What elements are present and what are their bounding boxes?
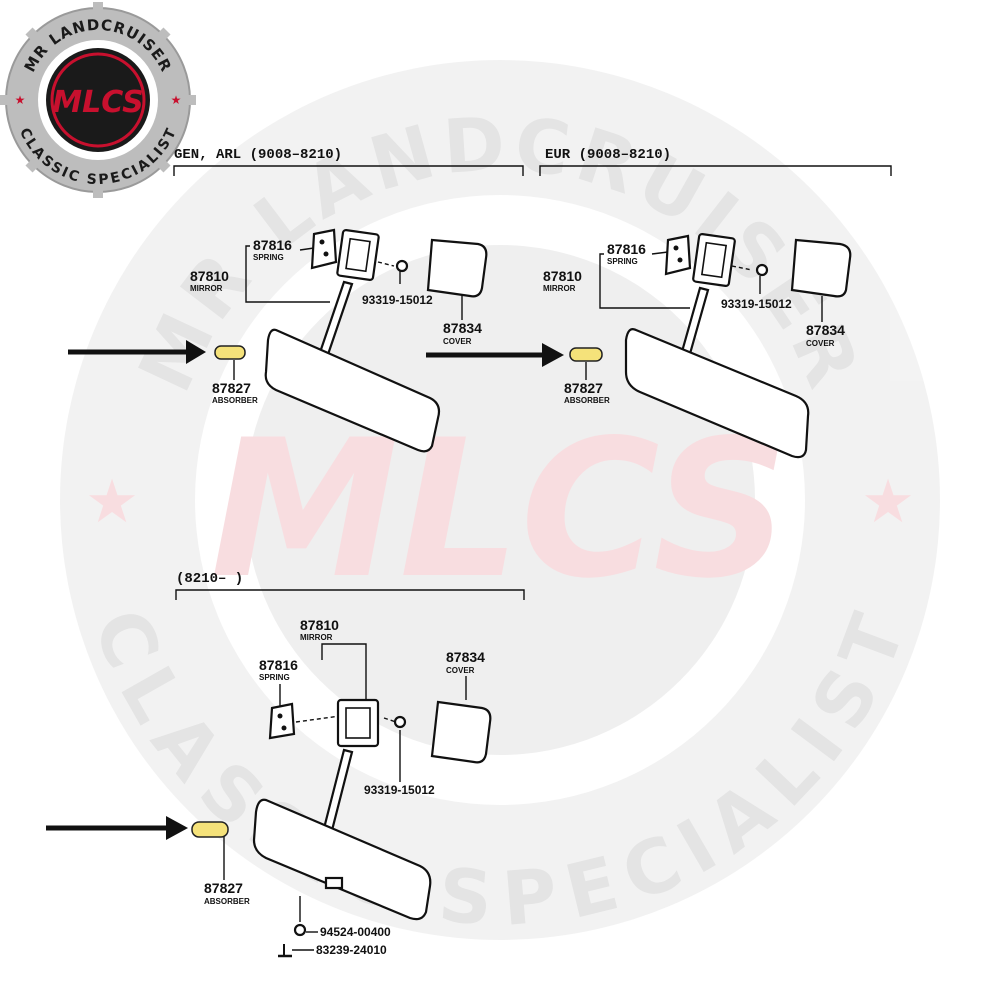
- spring-part-name: SPRING: [253, 253, 284, 262]
- star-icon: ★: [171, 93, 182, 107]
- section-header: EUR (9008–8210): [545, 147, 671, 163]
- cover-part: [426, 238, 488, 298]
- screw-part: [755, 263, 769, 277]
- section-eur: EUR (9008–8210) 87816 SPRING 87810 MIRRO…: [426, 147, 892, 459]
- cover-part-name: COVER: [806, 339, 835, 348]
- screw-part: [393, 715, 407, 729]
- bolt-part-number: 83239-24010: [316, 943, 387, 957]
- absorber-part-highlighted: [191, 821, 229, 838]
- pointer-arrow-icon: [426, 343, 564, 367]
- logo: MLCS MR LANDCRUISER CLASSIC SPECIALIST ★…: [0, 2, 196, 198]
- screw-part-number: 93319-15012: [721, 297, 792, 311]
- washer-part: [293, 923, 307, 937]
- spring-part-name: SPRING: [607, 257, 638, 266]
- absorber-part-number: 87827: [212, 380, 251, 396]
- watermark: MR LANDCRUISER CLASSIC SPECIALIST MLCS ★…: [60, 60, 940, 943]
- mirror-clip-part: [324, 876, 344, 890]
- mirror-part-name: MIRROR: [190, 284, 223, 293]
- washer-part-number: 94524-00400: [320, 925, 391, 939]
- absorber-part-highlighted: [569, 347, 603, 362]
- spring-part: [268, 702, 296, 740]
- star-icon: ★: [85, 468, 139, 535]
- mirror-part-number: 87810: [300, 617, 339, 633]
- section-bracket: [175, 589, 525, 600]
- star-icon: ★: [861, 468, 915, 535]
- gear-teeth: [0, 2, 196, 198]
- section-header: GEN, ARL (9008–8210): [174, 147, 342, 163]
- absorber-part-name: ABSORBER: [564, 396, 610, 405]
- mirror-glass-part: [264, 328, 441, 453]
- cover-part-number: 87834: [443, 320, 482, 336]
- mirror-part-number: 87810: [190, 268, 229, 284]
- mirror-part-number: 87810: [543, 268, 582, 284]
- cover-part-number: 87834: [806, 322, 845, 338]
- mirror-part-name: MIRROR: [300, 633, 333, 642]
- watermark-center-text: MLCS: [210, 399, 790, 620]
- pointer-arrow-icon: [68, 340, 206, 364]
- cover-part: [790, 238, 852, 298]
- spring-part: [664, 234, 692, 276]
- section-bracket: [173, 165, 524, 176]
- absorber-part-name: ABSORBER: [212, 396, 258, 405]
- cover-part: [430, 700, 492, 764]
- logo-badge-text: MLCS: [52, 85, 144, 120]
- absorber-part-name: ABSORBER: [204, 897, 250, 906]
- section-bracket: [539, 165, 892, 176]
- spring-part-number: 87816: [253, 237, 292, 253]
- absorber-part-number: 87827: [204, 880, 243, 896]
- section-header: (8210– ): [176, 571, 243, 587]
- section-gen-arl: GEN, ARL (9008–8210) 87816 SPRING 87810 …: [68, 147, 524, 453]
- spring-part-number: 87816: [259, 657, 298, 673]
- bolt-part: [278, 944, 292, 958]
- section-8210: (8210– ) 87810: [46, 571, 525, 958]
- pointer-arrow-icon: [46, 816, 188, 840]
- mirror-glass-part: [252, 798, 432, 921]
- mirror-part-name: MIRROR: [543, 284, 576, 293]
- mirror-stay-part: [312, 229, 380, 388]
- screw-part: [395, 259, 409, 273]
- mirror-glass-part: [624, 328, 810, 459]
- absorber-part-number: 87827: [564, 380, 603, 396]
- absorber-part-highlighted: [214, 345, 246, 360]
- cover-part-name: COVER: [443, 337, 472, 346]
- spring-part-number: 87816: [607, 241, 646, 257]
- spring-part-name: SPRING: [259, 673, 290, 682]
- logo-badge: [46, 48, 150, 152]
- cover-part-name: COVER: [446, 666, 475, 675]
- cover-part-number: 87834: [446, 649, 485, 665]
- screw-part-number: 93319-15012: [362, 293, 433, 307]
- screw-part-number: 93319-15012: [364, 783, 435, 797]
- spring-part: [310, 228, 338, 270]
- star-icon: ★: [15, 93, 26, 107]
